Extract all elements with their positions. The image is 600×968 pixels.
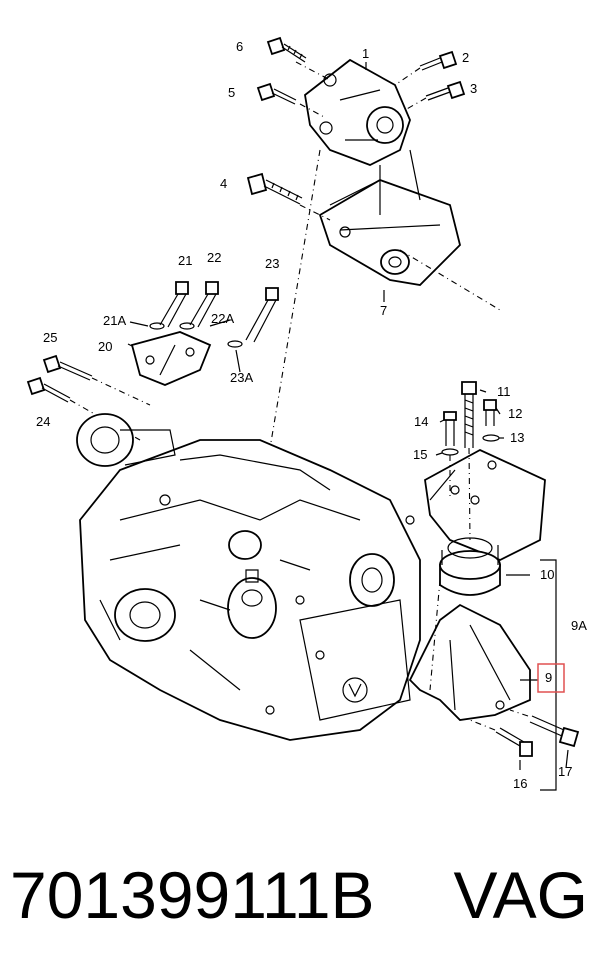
callout-21a: 21A (103, 313, 126, 328)
washer-22a (179, 322, 195, 330)
lower-bracket-plate (424, 448, 546, 561)
callout-11: 11 (497, 384, 511, 399)
washer-23a (227, 340, 243, 348)
footer: 701399111B VAG (0, 840, 600, 950)
callout-16: 16 (513, 776, 527, 791)
brand-name: VAG (453, 858, 588, 932)
bolt-21 (159, 281, 189, 328)
callout-1: 1 (362, 46, 369, 61)
callout-9a: 9A (571, 618, 587, 633)
callout-7: 7 (380, 303, 387, 318)
bolt-3 (425, 80, 466, 101)
callout-4: 4 (220, 176, 227, 191)
callout-13: 13 (510, 430, 524, 445)
callout-23a: 23A (230, 370, 253, 385)
callout-10: 10 (540, 567, 554, 582)
bolt-4 (246, 172, 303, 205)
bolt-6 (266, 36, 307, 63)
upper-mount-bracket (304, 58, 461, 286)
rubber-mount-10 (439, 537, 501, 596)
bolt-11 (461, 381, 477, 448)
callout-24: 24 (36, 414, 50, 429)
gearbox-housing (76, 413, 421, 741)
bolt-25 (42, 354, 93, 381)
bolt-16 (495, 727, 533, 757)
part-number: 701399111B (10, 858, 375, 932)
washer-21a (149, 322, 165, 330)
callout-22a: 22A (211, 311, 234, 326)
bolt-14 (443, 411, 457, 446)
bolt-23 (245, 287, 279, 343)
callout-5: 5 (228, 85, 235, 100)
callout-23: 23 (265, 256, 279, 271)
callout-9: 9 (545, 670, 552, 685)
bolt-12 (483, 399, 497, 426)
bolt-22 (189, 281, 219, 328)
support-bracket-9 (408, 603, 531, 721)
callout-21: 21 (178, 253, 192, 268)
bolt-2 (419, 50, 458, 71)
callout-12: 12 (508, 406, 522, 421)
washer-13 (482, 434, 500, 442)
callout-3: 3 (470, 81, 477, 96)
callout-6: 6 (236, 39, 243, 54)
callout-22: 22 (207, 250, 221, 265)
bolt-5 (256, 82, 297, 105)
callout-2: 2 (462, 50, 469, 65)
small-bracket-20 (130, 331, 212, 386)
callout-14: 14 (414, 414, 428, 429)
bolt-17 (529, 715, 580, 748)
callout-20: 20 (98, 339, 112, 354)
callout-25: 25 (43, 330, 57, 345)
callout-15: 15 (413, 447, 427, 462)
bolt-24 (26, 376, 71, 403)
washer-15 (441, 448, 459, 456)
highlight-box (537, 663, 565, 693)
exploded-parts-diagram: 123456799A1011121314151617202121A2222A23… (26, 36, 587, 791)
callout-17: 17 (558, 764, 572, 779)
